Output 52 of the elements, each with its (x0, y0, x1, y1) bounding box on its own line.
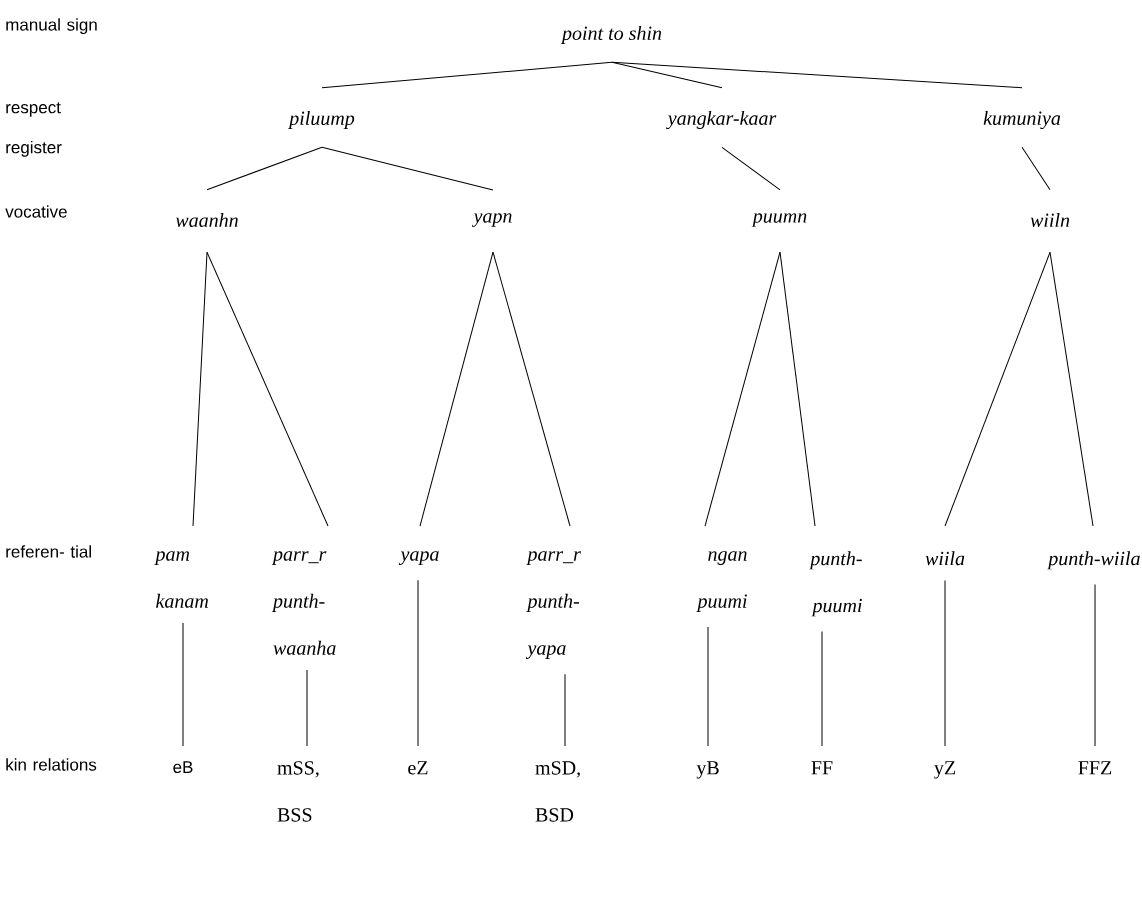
kin-term: yZ (934, 761, 956, 779)
kin-term: FFZ (1078, 761, 1112, 775)
word-label: yapa (398, 551, 439, 565)
word-label: point to shin (560, 25, 662, 45)
word-label: waanhn (175, 212, 238, 228)
tree-line (206, 146, 323, 191)
word-label: wiila (925, 551, 965, 566)
word-label: wiiln (1030, 212, 1070, 228)
kin-term: eB (173, 761, 193, 774)
word-label: pam kanam (154, 551, 208, 608)
tree-line (944, 251, 1051, 527)
word-label: ngan puumi (696, 551, 747, 612)
tree-line (321, 146, 494, 191)
tree-line (611, 61, 1023, 89)
kin-term: eZ (408, 761, 428, 775)
word-label: punth-wiila (1047, 551, 1140, 570)
tree-line (1021, 146, 1051, 191)
tree-line (192, 251, 208, 527)
tree-line (182, 622, 184, 747)
word-label: parr_r punth-waanha (271, 551, 336, 655)
tree-line (779, 251, 816, 527)
tree-line (564, 673, 566, 747)
word-label: piluump (288, 110, 355, 130)
row-label: manual sign (6, 18, 97, 35)
kin-term: mSD, BSD (535, 761, 580, 822)
tree-line (721, 146, 781, 191)
tree-line (611, 61, 723, 89)
row-label: respect register (6, 102, 62, 157)
kin-term: yB (696, 761, 719, 779)
tree-line (707, 626, 709, 747)
tree-line (821, 631, 823, 747)
word-label: kumuniya (983, 110, 1061, 130)
tree-line (1049, 251, 1094, 527)
tree-line (306, 669, 308, 747)
tree-line (944, 580, 946, 747)
word-label: parr_r punth-yapa (525, 551, 581, 659)
tree-line (417, 579, 419, 747)
tree-line (206, 251, 329, 527)
row-label: referen- tial (6, 545, 91, 558)
tree-line (492, 251, 571, 527)
word-label: yapn (471, 213, 512, 227)
tree-line (321, 61, 613, 89)
row-label: kin relations (6, 758, 97, 771)
kin-term: mSS, BSS (277, 761, 319, 822)
tree-line (1094, 584, 1096, 747)
word-label: puumn (751, 213, 807, 227)
word-label: punth-puumi (809, 551, 862, 617)
tree-line (419, 251, 494, 527)
kin-term: FF (811, 761, 833, 775)
row-label: vocative (5, 205, 67, 218)
word-label: yangkar-kaar (666, 110, 777, 130)
tree-line (704, 251, 781, 527)
